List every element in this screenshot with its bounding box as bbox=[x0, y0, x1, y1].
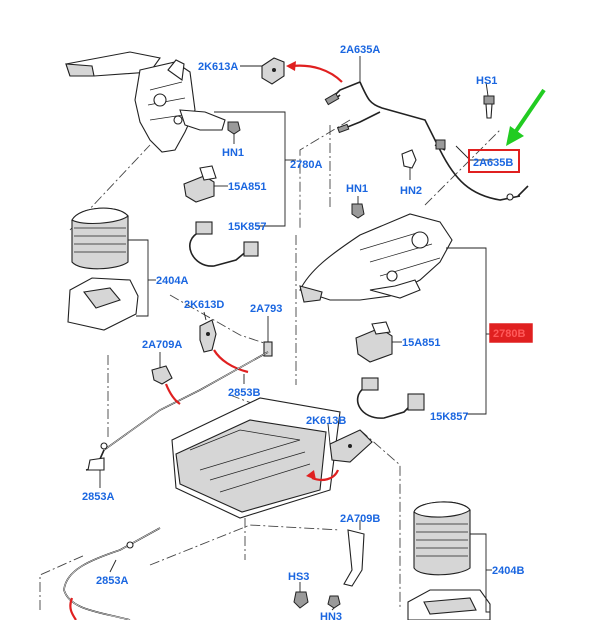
bracket-2k613b bbox=[329, 429, 373, 463]
callout-2404b[interactable]: 2404B bbox=[492, 565, 524, 577]
callout-2a709b[interactable]: 2A709B bbox=[340, 513, 380, 525]
clip-hn2 bbox=[401, 149, 417, 169]
cable-end-2853a-left bbox=[85, 442, 108, 471]
callout-2853b[interactable]: 2853B bbox=[228, 387, 260, 399]
bracket-2a709b bbox=[343, 529, 365, 587]
nut-hn1-top bbox=[227, 121, 241, 135]
handbrake-lever-2780b bbox=[299, 213, 453, 303]
leader-lines bbox=[99, 56, 494, 613]
harness-15k857-top bbox=[189, 221, 259, 267]
callout-2k613a[interactable]: 2K613A bbox=[198, 61, 238, 73]
callout-2k613d[interactable]: 2K613D bbox=[184, 299, 224, 311]
green-arrow bbox=[506, 88, 546, 146]
boot-2404b bbox=[413, 501, 471, 576]
callout-hn2[interactable]: HN2 bbox=[400, 185, 422, 197]
highlight-box-2a635b bbox=[468, 149, 520, 173]
screw-hs3 bbox=[293, 591, 309, 609]
trim-2404b-base bbox=[407, 589, 491, 620]
boot-2404a bbox=[71, 207, 129, 270]
switch-15a851-mid bbox=[355, 321, 393, 363]
callout-hs1[interactable]: HS1 bbox=[476, 75, 497, 87]
highlight-box-2780b bbox=[489, 323, 533, 343]
callout-2853a-bottom[interactable]: 2853A bbox=[96, 575, 128, 587]
parking-brake-cable bbox=[324, 81, 529, 201]
callout-15k857-mid[interactable]: 15K857 bbox=[430, 411, 469, 423]
handbrake-lever-assembly bbox=[65, 51, 226, 153]
callout-labels: 2K613A 2A635A HS1 HN1 2780A 2A635B 15A85… bbox=[82, 44, 525, 620]
callout-2a635b[interactable]: 2A635B bbox=[473, 157, 513, 169]
red-cable-segment bbox=[213, 349, 249, 374]
red-curve-2a709a bbox=[164, 383, 181, 405]
callout-hs3[interactable]: HS3 bbox=[288, 571, 309, 583]
nut-hn3 bbox=[327, 595, 341, 609]
callout-15k857-top[interactable]: 15K857 bbox=[228, 221, 267, 233]
cable-2853b bbox=[103, 351, 269, 451]
callout-15a851-top[interactable]: 15A851 bbox=[228, 181, 267, 193]
callout-hn3[interactable]: HN3 bbox=[320, 611, 342, 620]
callout-2a793[interactable]: 2A793 bbox=[250, 303, 282, 315]
switch-15a851-top bbox=[183, 165, 217, 203]
callout-2780a[interactable]: 2780A bbox=[290, 159, 322, 171]
callout-hn1-top[interactable]: HN1 bbox=[222, 147, 244, 159]
red-arrow-2k613b bbox=[306, 469, 340, 481]
trim-2404a-base bbox=[67, 277, 139, 331]
callout-2780b[interactable]: 2780B bbox=[493, 328, 525, 340]
screw-hs1 bbox=[483, 95, 495, 119]
nut-hn1-mid bbox=[351, 203, 365, 219]
red-arrow-bottom-left bbox=[69, 597, 77, 620]
clip-2k613d bbox=[199, 319, 217, 353]
bracket-2k613a bbox=[261, 57, 285, 85]
callout-hn1-mid[interactable]: HN1 bbox=[346, 183, 368, 195]
harness-15k857-mid bbox=[356, 377, 425, 419]
callout-2404a[interactable]: 2404A bbox=[156, 275, 188, 287]
clip-2a709a bbox=[151, 365, 173, 385]
callout-2853a-left[interactable]: 2853A bbox=[82, 491, 114, 503]
callout-2k613b[interactable]: 2K613B bbox=[306, 415, 346, 427]
red-arrow-top bbox=[286, 61, 343, 83]
cable-2853a-bottom bbox=[63, 527, 161, 620]
callout-2a635a[interactable]: 2A635A bbox=[340, 44, 380, 56]
callout-2a709a[interactable]: 2A709A bbox=[142, 339, 182, 351]
console-base-tray bbox=[171, 397, 341, 519]
callout-15a851-mid[interactable]: 15A851 bbox=[402, 337, 441, 349]
